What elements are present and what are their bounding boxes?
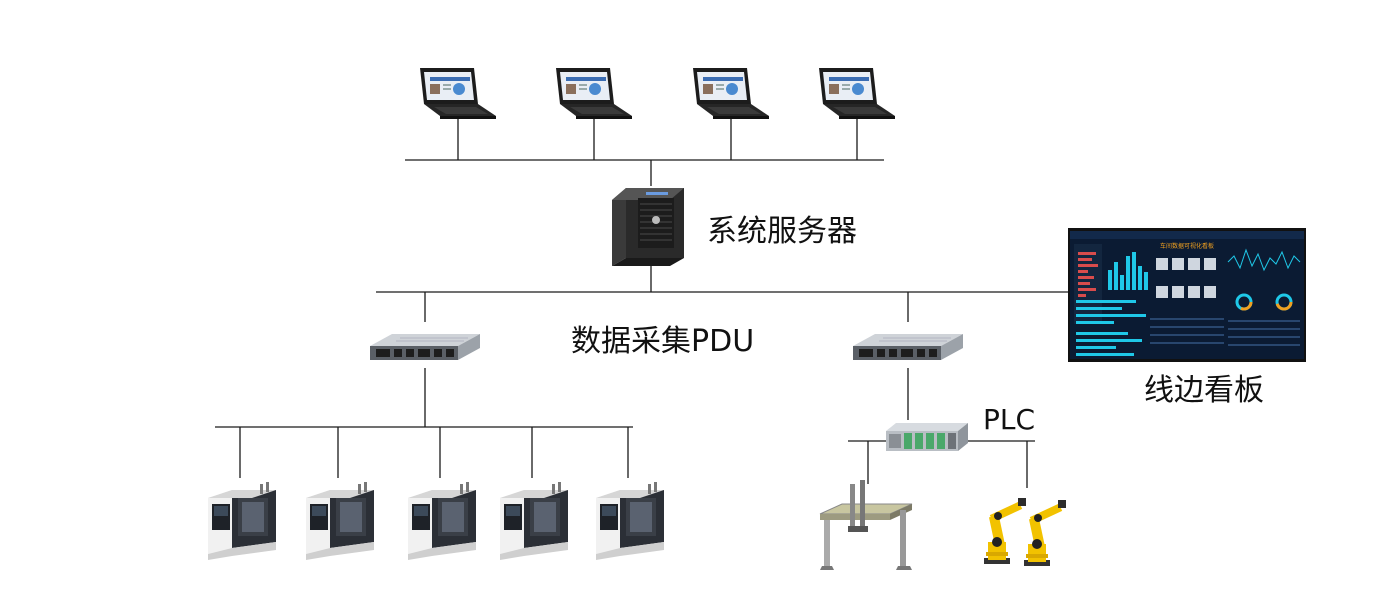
cnc-machine-icon — [596, 482, 664, 560]
industrial-robot-icon — [984, 498, 1026, 564]
cnc-machine-icon — [500, 482, 568, 560]
plc-label: PLC — [983, 403, 1036, 436]
industrial-pc-icon — [369, 333, 481, 361]
laptop-icon — [819, 68, 895, 119]
gantry-robot-icon — [819, 479, 913, 571]
dashboard-screen-icon: 车间数据可视化看板 — [1068, 228, 1306, 362]
board-title: 车间数据可视化看板 — [1160, 242, 1214, 250]
laptop-icon — [420, 68, 496, 119]
laptop-icon — [556, 68, 632, 119]
industrial-robot-icon — [1024, 500, 1066, 566]
connection-lines — [215, 118, 1070, 488]
server-label: 系统服务器 — [707, 214, 857, 249]
laptop-icon — [693, 68, 769, 119]
tower-server-icon — [611, 187, 685, 267]
cnc-machine-icon — [208, 482, 276, 560]
cnc-machine-icon — [408, 482, 476, 560]
industrial-pc-icon — [852, 333, 964, 361]
pdu-label: 数据采集PDU — [571, 324, 755, 359]
plc-rack-icon — [886, 423, 968, 451]
board-label: 线边看板 — [1144, 373, 1264, 408]
cnc-machine-icon — [306, 482, 374, 560]
